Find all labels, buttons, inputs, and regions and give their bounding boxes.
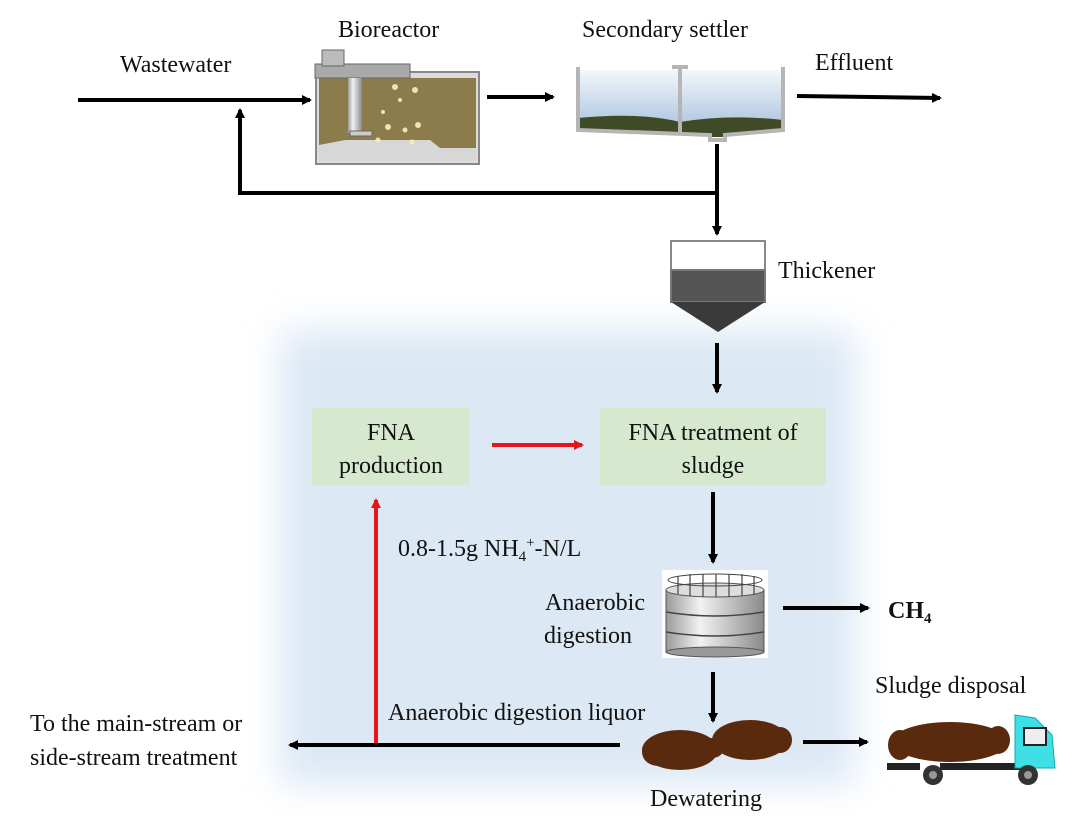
wastewater-label: Wastewater: [120, 52, 231, 78]
digestion-liquor-label: Anaerobic digestion liquor: [388, 700, 645, 726]
secondary-settler-label: Secondary settler: [582, 17, 748, 43]
fna-production-box: FNA production: [312, 408, 470, 485]
effluent-arrow: [796, 92, 942, 103]
svg-text:production: production: [339, 453, 443, 479]
svg-text:sludge: sludge: [682, 453, 745, 479]
anaerobic-digester-icon: [662, 570, 768, 658]
mainstream-label-1: To the main-stream or: [30, 711, 242, 737]
sludge-truck-icon: [887, 714, 1056, 785]
methane-label: CH4: [888, 598, 932, 627]
mainstream-label-2: side-stream treatment: [30, 745, 238, 771]
thickener-icon: [670, 240, 766, 332]
anaerobic-digestion-label-1: Anaerobic: [545, 590, 645, 616]
effluent-label: Effluent: [815, 50, 894, 76]
anaerobic-digestion-label-2: digestion: [544, 623, 632, 649]
sludge-disposal-label: Sludge disposal: [875, 673, 1027, 699]
bioreactor-label: Bioreactor: [338, 17, 439, 43]
ammonium-concentration-label: 0.8-1.5g NH4+-N/L: [398, 535, 581, 565]
secondary-settler-icon: [576, 65, 785, 142]
fna-treatment-box: FNA treatment of sludge: [600, 408, 826, 485]
bioreactor-icon: [314, 49, 480, 165]
sludge-recycle-arrow: [235, 108, 719, 195]
svg-text:FNA treatment of: FNA treatment of: [628, 420, 797, 446]
svg-text:FNA: FNA: [367, 420, 416, 446]
dewatered-sludge-icon: [642, 720, 792, 770]
thickener-label: Thickener: [778, 258, 875, 284]
dewatering-label: Dewatering: [650, 786, 762, 812]
